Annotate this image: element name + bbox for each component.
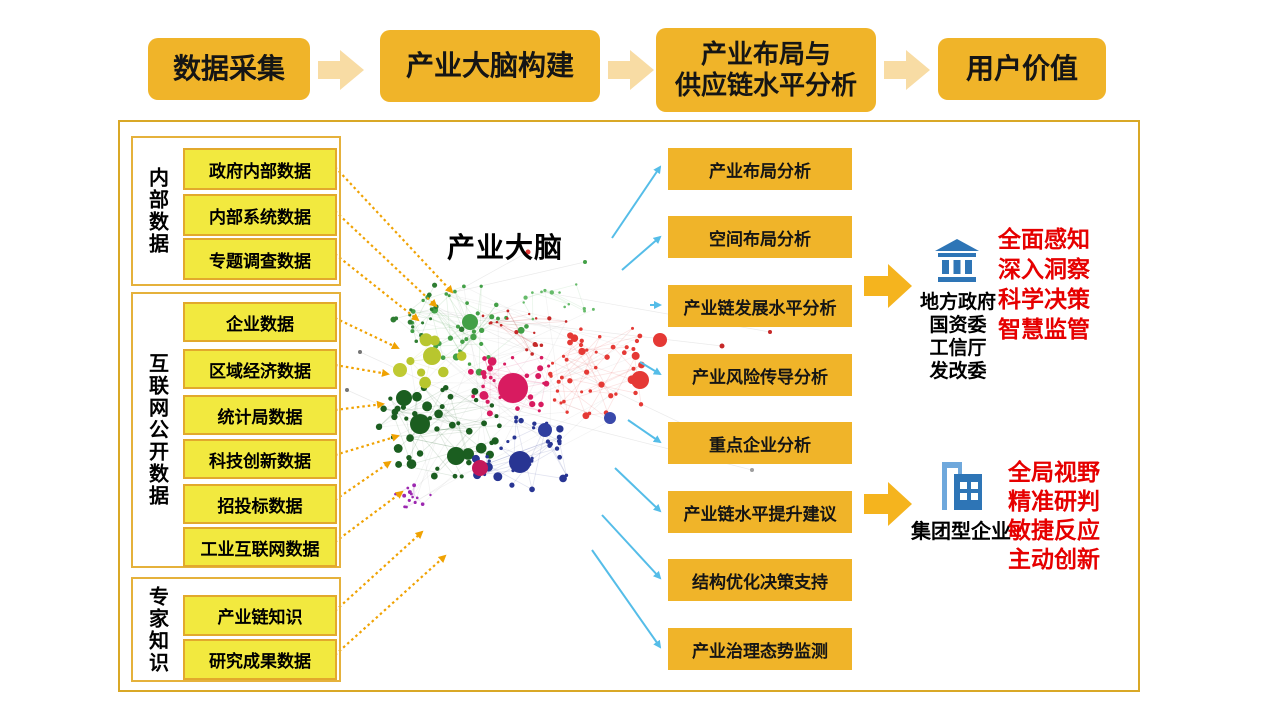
value-line: 全局视野 <box>1008 459 1100 485</box>
flow-arrow-icon <box>608 50 654 90</box>
analysis-box: 产业链水平提升建议 <box>668 491 852 533</box>
value-line: 主动创新 <box>1008 546 1100 572</box>
data-source-box: 招投标数据 <box>183 484 337 524</box>
analysis-box: 空间布局分析 <box>668 216 852 258</box>
org-name-line: 国资委 <box>929 315 987 336</box>
data-group-2: 专家知识产业链知识研究成果数据 <box>131 577 341 682</box>
main-panel <box>118 120 1140 692</box>
data-source-box: 内部系统数据 <box>183 194 337 236</box>
value-line: 深入洞察 <box>998 256 1090 282</box>
user-org-0: 地方政府国资委工信厅发改委 <box>896 291 1020 383</box>
flow-step-label: 用户价值 <box>965 53 1078 85</box>
data-source-box: 专题调查数据 <box>183 238 337 280</box>
flow-step: 用户价值 <box>938 38 1106 100</box>
value-line: 科学决策 <box>998 286 1090 312</box>
flow-step: 产业布局与供应链水平分析 <box>656 28 876 112</box>
flow-arrow-icon <box>318 50 364 90</box>
flow-step-label: 供应链水平分析 <box>674 70 857 100</box>
analysis-box: 产业风险传导分析 <box>668 354 852 396</box>
org-name-line: 地方政府 <box>919 292 996 313</box>
analysis-box: 产业布局分析 <box>668 148 852 190</box>
flow-arrow-icon <box>884 50 930 90</box>
value-line: 精准研判 <box>1008 488 1100 514</box>
user-values-1: 全局视野精准研判敏捷反应主动创新 <box>1008 458 1148 574</box>
data-source-box: 区域经济数据 <box>183 349 337 389</box>
analysis-box: 产业链发展水平分析 <box>668 285 852 327</box>
data-group-label: 专家知识 <box>145 585 168 674</box>
user-values-0: 全面感知深入洞察科学决策智慧监管 <box>998 224 1138 344</box>
data-source-box: 政府内部数据 <box>183 148 337 190</box>
analysis-box: 产业治理态势监测 <box>668 628 852 670</box>
government-building-icon <box>935 239 979 282</box>
flow-step-label: 产业大脑构建 <box>405 50 574 82</box>
value-line: 全面感知 <box>998 226 1090 252</box>
data-group-label: 内部数据 <box>145 167 168 255</box>
data-source-box: 企业数据 <box>183 302 337 342</box>
analysis-box: 重点企业分析 <box>668 422 852 464</box>
data-group-1: 互联网公开数据企业数据区域经济数据统计局数据科技创新数据招投标数据工业互联网数据 <box>131 292 341 568</box>
data-source-box: 研究成果数据 <box>183 639 337 680</box>
data-source-box: 统计局数据 <box>183 395 337 435</box>
value-line: 敏捷反应 <box>1008 517 1100 543</box>
org-name-line: 集团型企业 <box>911 521 1011 543</box>
flow-step-label: 数据采集 <box>172 53 285 85</box>
data-source-box: 科技创新数据 <box>183 439 337 479</box>
data-group-label: 互联网公开数据 <box>145 353 168 507</box>
org-name-line: 工信厅 <box>929 338 987 359</box>
big-right-arrow-icon <box>864 482 912 526</box>
user-org-1: 集团型企业 <box>894 520 1028 544</box>
flow-step: 产业大脑构建 <box>380 30 600 102</box>
flow-step-label: 产业布局与 <box>700 39 831 70</box>
flow-step: 数据采集 <box>148 38 310 100</box>
data-group-0: 内部数据政府内部数据内部系统数据专题调查数据 <box>131 136 341 286</box>
data-source-box: 工业互联网数据 <box>183 527 337 567</box>
industrial-brain-title: 产业大脑 <box>446 232 563 263</box>
data-source-box: 产业链知识 <box>183 595 337 636</box>
org-name-line: 发改委 <box>929 361 987 382</box>
big-right-arrow-icon <box>864 264 912 308</box>
value-line: 智慧监管 <box>998 316 1090 342</box>
analysis-box: 结构优化决策支持 <box>668 559 852 601</box>
office-building-icon <box>942 462 982 510</box>
